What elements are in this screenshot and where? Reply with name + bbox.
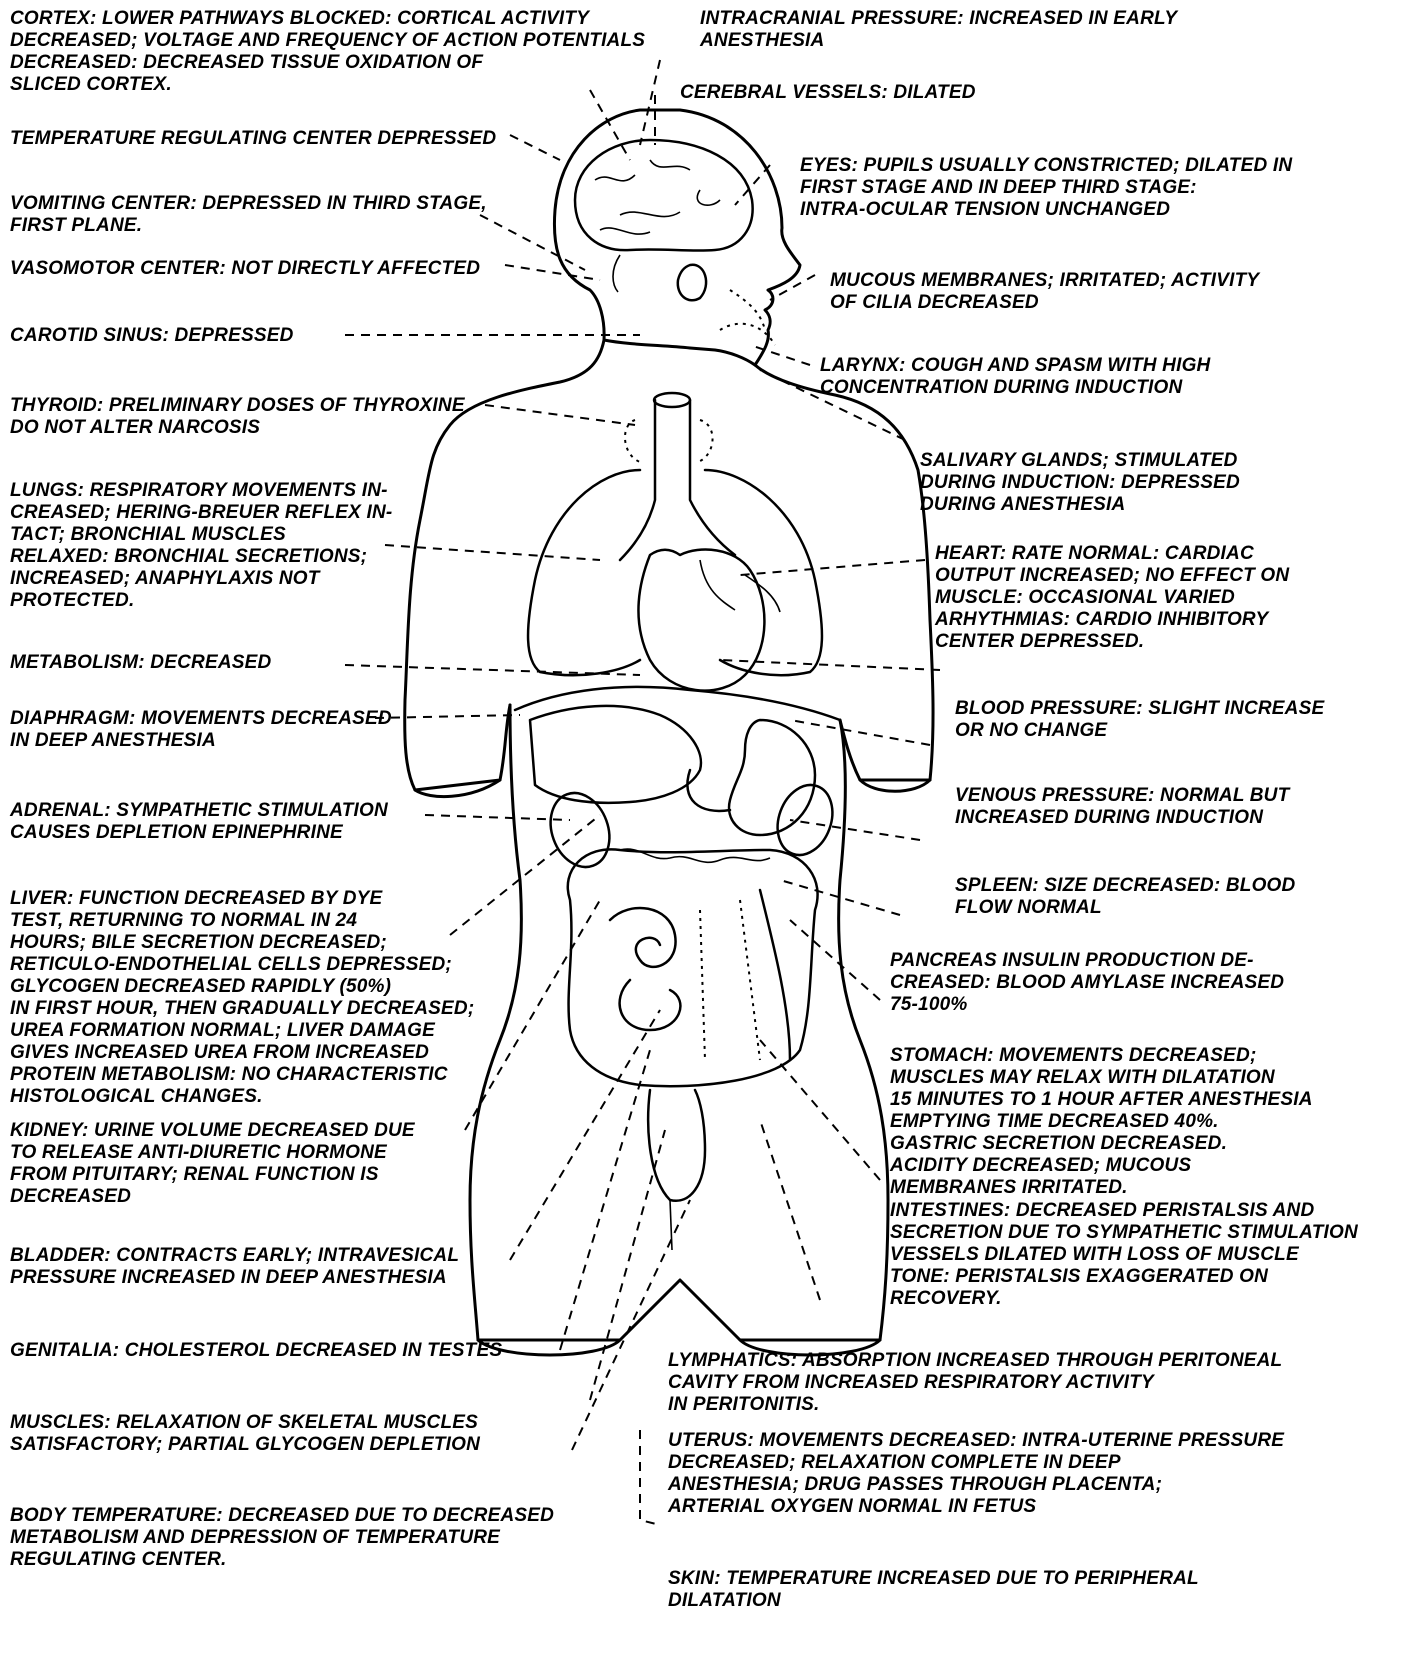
label-bladder: BLADDER: CONTRACTS EARLY; INTRAVESICAL P… xyxy=(10,1245,540,1289)
label-lungs: LUNGS: RESPIRATORY MOVEMENTS IN- CREASED… xyxy=(10,480,410,612)
label-uterus: UTERUS: MOVEMENTS DECREASED: INTRA-UTERI… xyxy=(668,1430,1403,1518)
label-venous-pressure: VENOUS PRESSURE: NORMAL BUT INCREASED DU… xyxy=(955,785,1400,829)
small-intestine xyxy=(610,908,680,1030)
label-adrenal: ADRENAL: SYMPATHETIC STIMULATION CAUSES … xyxy=(10,800,440,844)
label-larynx: LARYNX: COUGH AND SPASM WITH HIGH CONCEN… xyxy=(820,355,1380,399)
brain xyxy=(575,140,753,251)
label-skin: SKIN: TEMPERATURE INCREASED DUE TO PERIP… xyxy=(668,1568,1403,1612)
label-cortex: CORTEX: LOWER PATHWAYS BLOCKED: CORTICAL… xyxy=(10,8,670,96)
label-blood-pressure: BLOOD PRESSURE: SLIGHT INCREASE OR NO CH… xyxy=(955,698,1400,742)
label-intracranial-pressure: INTRACRANIAL PRESSURE: INCREASED IN EARL… xyxy=(700,8,1400,52)
colon xyxy=(568,849,818,1086)
label-thyroid: THYROID: PRELIMINARY DOSES OF THYROXINE … xyxy=(10,395,510,439)
label-intestines: INTESTINES: DECREASED PERISTALSIS AND SE… xyxy=(890,1200,1400,1310)
liver xyxy=(530,706,701,803)
label-kidney: KIDNEY: URINE VOLUME DECREASED DUE TO RE… xyxy=(10,1120,490,1208)
label-lymphatics: LYMPHATICS: ABSORPTION INCREASED THROUGH… xyxy=(668,1350,1403,1416)
left-lung xyxy=(528,470,640,675)
label-stomach: STOMACH: MOVEMENTS DECREASED; MUSCLES MA… xyxy=(890,1045,1400,1199)
label-vasomotor-center: VASOMOTOR CENTER: NOT DIRECTLY AFFECTED xyxy=(10,258,530,280)
label-carotid-sinus: CAROTID SINUS: DEPRESSED xyxy=(10,325,390,347)
diaphragm xyxy=(515,687,840,720)
label-body-temperature: BODY TEMPERATURE: DECREASED DUE TO DECRE… xyxy=(10,1505,650,1571)
label-metabolism: METABOLISM: DECREASED xyxy=(10,652,370,674)
label-cerebral-vessels: CEREBRAL VESSELS: DILATED xyxy=(680,82,1080,104)
stomach xyxy=(729,720,815,835)
label-vomiting-center: VOMITING CENTER: DEPRESSED IN THIRD STAG… xyxy=(10,193,530,237)
genitalia xyxy=(648,1090,705,1201)
label-genitalia: GENITALIA: CHOLESTEROL DECREASED IN TEST… xyxy=(10,1340,570,1362)
label-mucous-membranes: MUCOUS MEMBRANES; IRRITATED; ACTIVITY OF… xyxy=(830,270,1400,314)
label-eyes: EYES: PUPILS USUALLY CONSTRICTED; DILATE… xyxy=(800,155,1400,221)
label-temperature-center: TEMPERATURE REGULATING CENTER DEPRESSED xyxy=(10,128,530,150)
label-salivary-glands: SALIVARY GLANDS; STIMULATED DURING INDUC… xyxy=(920,450,1400,516)
label-diaphragm: DIAPHRAGM: MOVEMENTS DECREASED IN DEEP A… xyxy=(10,708,410,752)
label-liver: LIVER: FUNCTION DECREASED BY DYE TEST, R… xyxy=(10,888,530,1108)
label-spleen: SPLEEN: SIZE DECREASED: BLOOD FLOW NORMA… xyxy=(955,875,1400,919)
label-heart: HEART: RATE NORMAL: CARDIAC OUTPUT INCRE… xyxy=(935,543,1395,653)
label-muscles: MUSCLES: RELAXATION OF SKELETAL MUSCLES … xyxy=(10,1412,580,1456)
label-pancreas: PANCREAS INSULIN PRODUCTION DE- CREASED:… xyxy=(890,950,1400,1016)
trachea xyxy=(620,400,735,560)
